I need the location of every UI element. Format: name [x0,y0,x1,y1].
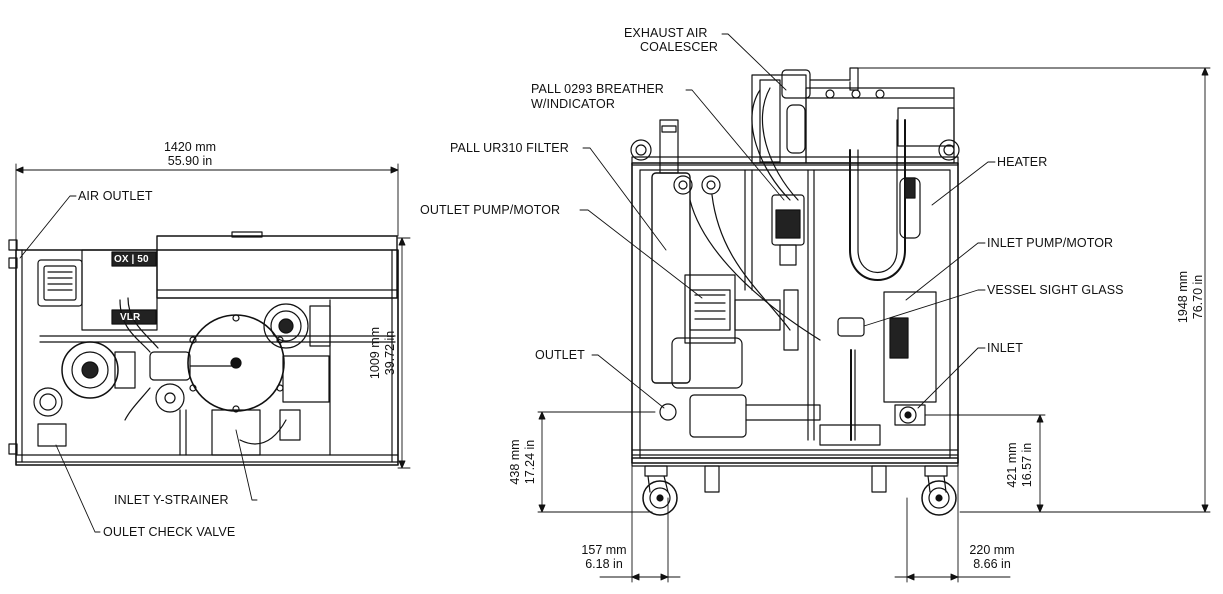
callout-vessel-sight-glass: VESSEL SIGHT GLASS [987,283,1124,297]
front-view [630,67,960,516]
callout-oulet-check-valve: OULET CHECK VALVE [103,525,236,539]
callout-air-outlet: AIR OUTLET [78,189,153,203]
callout-pall-filter: PALL UR310 FILTER [450,141,569,155]
unit-name-text: VLR [120,312,141,323]
dim-total-height-in: 76.70 in [1191,274,1205,320]
dim-outlet-height-in: 17.24 in [523,439,537,485]
dim-inlet-height-mm: 421 mm [1005,442,1019,488]
side-view [8,231,399,466]
callout-exhaust-air: EXHAUST AIR [624,26,708,40]
dim-right-offset-in: 8.66 in [973,557,1011,571]
front-view-leaders [579,33,996,409]
dim-width-in: 55.90 in [167,154,213,168]
dim-width-mm: 1420 mm [163,140,217,154]
callout-coalescer: COALESCER [640,40,719,54]
dim-right-offset-mm: 220 mm [969,543,1015,557]
callout-pall-breather: PALL 0293 BREATHER [531,82,664,96]
dim-left-offset-mm: 157 mm [581,543,627,557]
dim-left-offset-in: 6.18 in [585,557,623,571]
callout-inlet-pump-motor: INLET PUMP/MOTOR [987,236,1114,250]
side-view-dimensions [15,163,411,469]
dim-side-height-in: 39.72 in [383,330,397,376]
callout-outlet: OUTLET [535,348,585,362]
callout-inlet: INLET [987,341,1023,355]
caster-right [921,465,957,516]
caster-left [642,465,678,516]
dim-total-height-mm: 1948 mm [1176,270,1190,324]
side-view-leaders [19,195,258,533]
callout-heater: HEATER [997,155,1048,169]
callout-pall-breather-indicator: W/INDICATOR [531,97,615,111]
callout-inlet-y-strainer: INLET Y-STRAINER [114,493,229,507]
dim-outlet-height-mm: 438 mm [508,439,522,485]
dim-inlet-height-in: 16.57 in [1020,442,1034,488]
callout-outlet-pump-motor: OUTLET PUMP/MOTOR [420,203,561,217]
unit-badge-text: OX | 50 [114,254,149,265]
front-view-dimensions [537,67,1211,583]
dim-side-height-mm: 1009 mm [368,326,382,380]
